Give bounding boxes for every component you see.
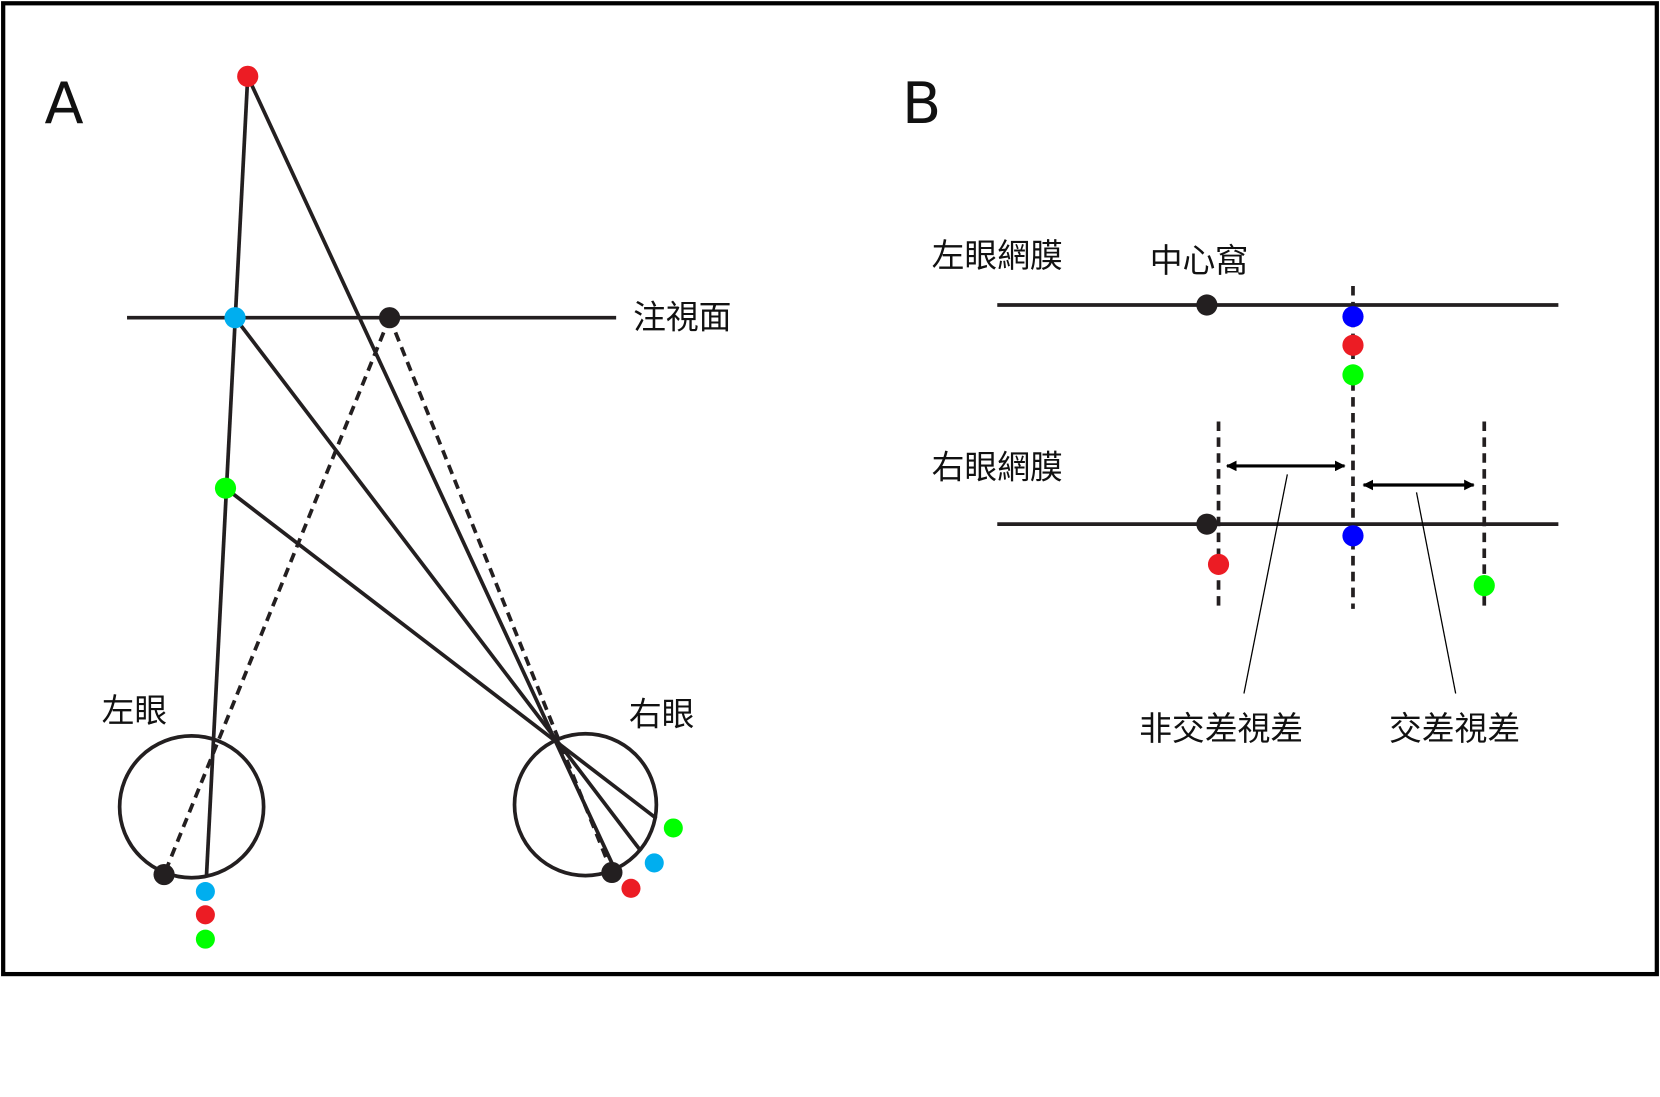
left-red-image — [195, 905, 215, 925]
left-green-dot-b — [1342, 364, 1364, 386]
left-green-image — [195, 929, 215, 949]
left-fovea-dot — [153, 863, 175, 886]
right-fovea-dot — [601, 861, 623, 884]
right-green-image — [663, 818, 683, 838]
uncrossed-disparity-label: 非交差視差 — [1139, 710, 1303, 748]
fixation-ray-left-eye — [162, 317, 392, 876]
right-eye-label: 右眼 — [629, 695, 695, 733]
right-red-image — [621, 878, 641, 898]
cyan-point — [224, 307, 246, 329]
crossed-leader — [1415, 492, 1457, 694]
left-fovea-dot-b — [1196, 294, 1218, 316]
left-retina-label: 左眼網膜 — [932, 237, 1063, 275]
green-point — [214, 477, 237, 499]
cyan-ray-right-eye — [233, 316, 641, 851]
fixation-ray-right-eye — [387, 317, 614, 874]
panel-b: B 左眼網膜 中心窩 右眼網膜 非交差視差 交差視差 — [902, 71, 1559, 748]
red-point — [237, 65, 259, 87]
uncrossed-leader — [1243, 474, 1288, 694]
left-cyan-image — [195, 881, 215, 902]
left-eye-sight-line — [204, 76, 250, 877]
panel-b-label: B — [902, 71, 941, 137]
fixation-plane-label: 注視面 — [633, 298, 731, 336]
left-eye-circle — [117, 734, 266, 880]
fixation-point — [379, 307, 401, 329]
crossed-disparity-label: 交差視差 — [1389, 710, 1520, 748]
right-cyan-image — [644, 853, 664, 873]
fovea-label: 中心窩 — [1150, 242, 1248, 280]
panel-a: A 注視面 左眼 右眼 — [44, 65, 731, 949]
panel-a-label: A — [44, 71, 83, 137]
right-fovea-dot-b — [1196, 513, 1218, 535]
right-blue-dot-b — [1342, 525, 1364, 547]
left-eye-label: 左眼 — [102, 692, 168, 730]
right-retina-label: 右眼網膜 — [932, 449, 1063, 487]
figure-frame — [1, 1, 1659, 977]
right-green-dot-b — [1473, 574, 1495, 597]
left-blue-dot-b — [1342, 306, 1364, 328]
left-red-dot-b — [1342, 334, 1364, 356]
right-red-dot-b — [1207, 553, 1230, 575]
right-eye-circle — [512, 731, 659, 878]
